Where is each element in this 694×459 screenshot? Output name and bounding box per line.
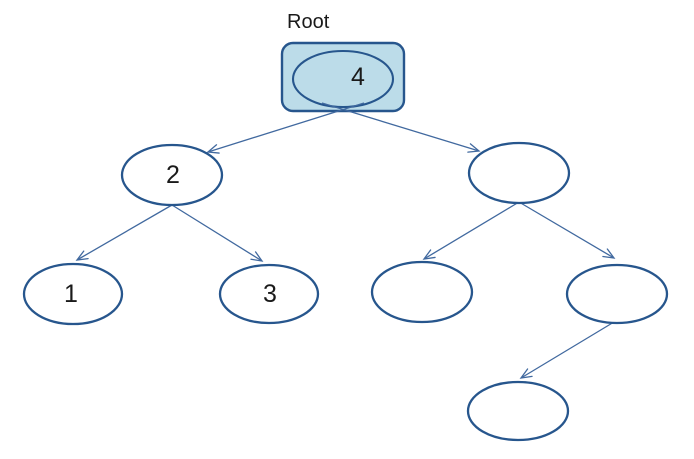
- node-left-ellipse: [120, 143, 224, 207]
- node-root-ellipse: [291, 49, 395, 109]
- edge-right-right-to-right-right-left: [521, 321, 615, 378]
- edge-right-to-right-right: [518, 201, 614, 258]
- tree-edges: [77, 102, 615, 378]
- node-left-right-label: 3: [263, 280, 277, 308]
- node-left-left-ellipse: [22, 262, 124, 326]
- node-right-left-ellipse: [370, 260, 474, 324]
- node-left-right-ellipse: [218, 263, 320, 325]
- root-title-label: Root: [287, 11, 330, 33]
- node-right-ellipse: [467, 141, 571, 205]
- edge-root-to-left: [208, 102, 365, 152]
- node-right-right-ellipse: [565, 263, 669, 325]
- edge-right-to-right-left: [424, 201, 520, 259]
- edge-left-to-left-right: [171, 204, 262, 261]
- root-highlight-rect: [280, 41, 406, 113]
- edge-left-to-left-left: [77, 204, 173, 260]
- node-left-left-label: 1: [64, 280, 78, 308]
- node-left-label: 2: [166, 161, 180, 189]
- node-right-right-left-ellipse: [466, 380, 570, 442]
- node-root: [280, 41, 406, 113]
- node-root-label: 4: [351, 63, 365, 91]
- edge-root-to-right: [321, 102, 479, 151]
